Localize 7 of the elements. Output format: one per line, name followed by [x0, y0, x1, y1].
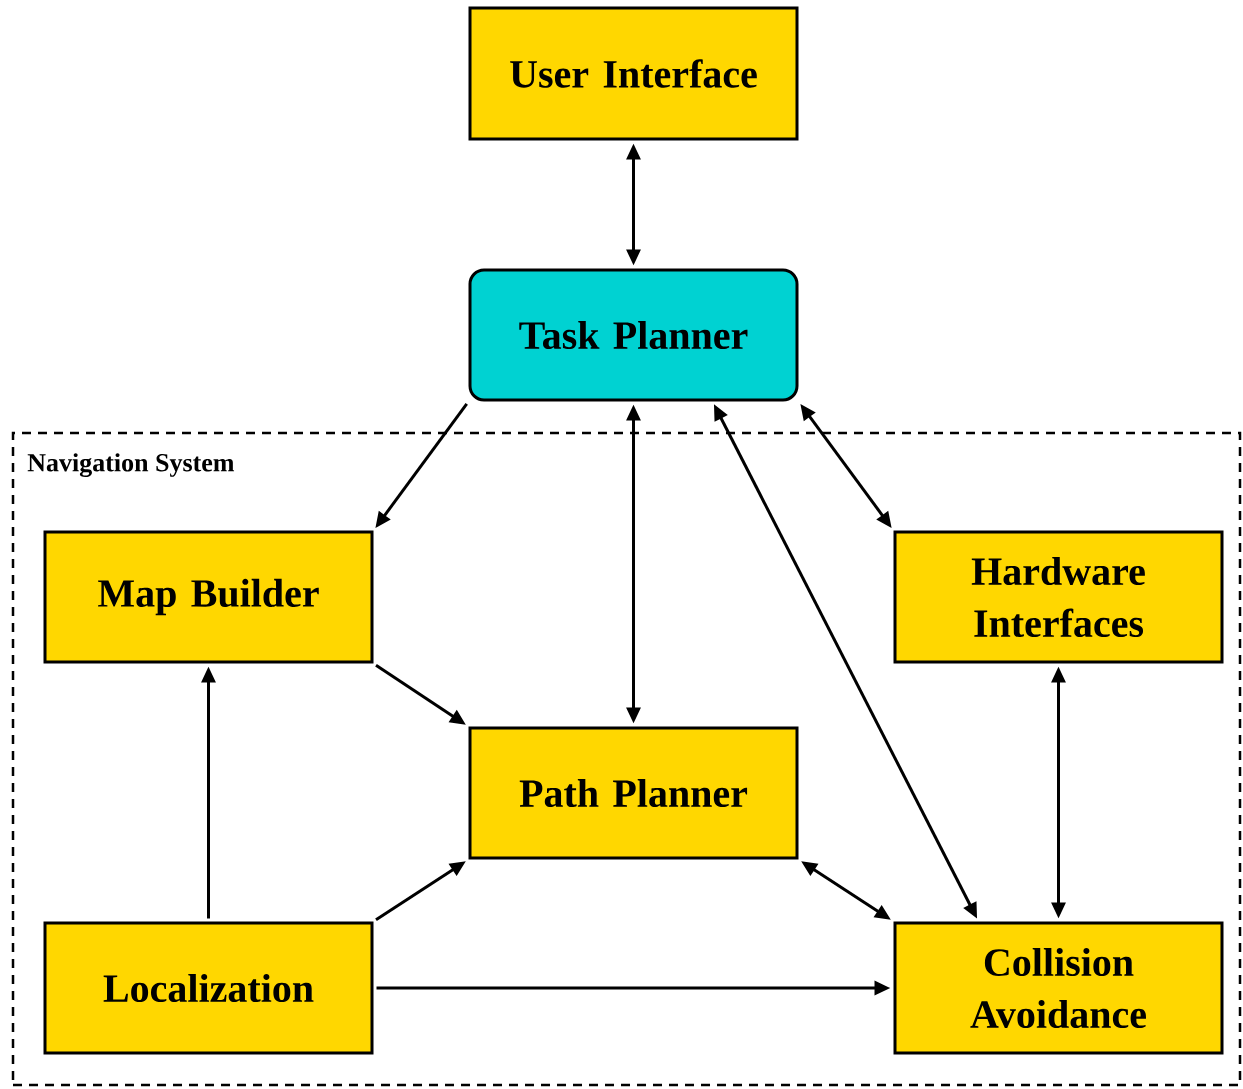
process-box: User Interface [468, 6, 799, 141]
process-box: Collision Avoidance [893, 921, 1224, 1055]
process-box: Hardware Interfaces [893, 530, 1224, 664]
process-box: Localization [43, 921, 374, 1055]
process-box: Map Builder [43, 530, 374, 664]
process-box: Path Planner [468, 726, 799, 860]
planner-box: Task Planner [468, 268, 799, 402]
